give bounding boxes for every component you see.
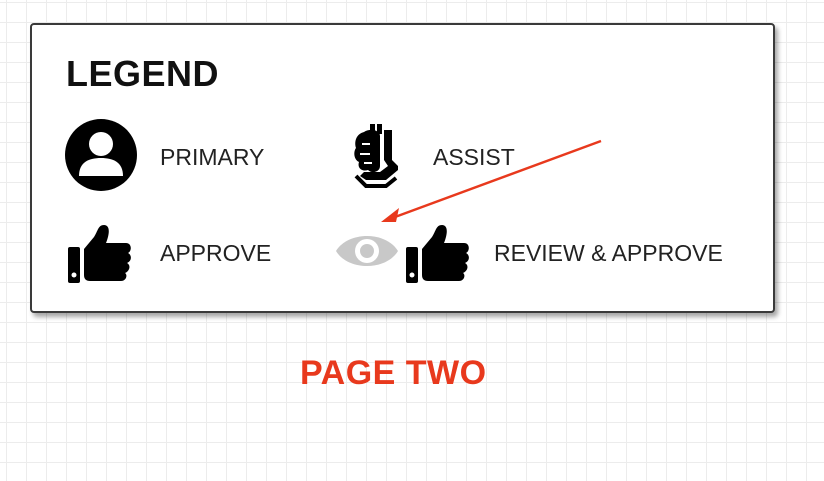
- legend-label-assist: ASSIST: [433, 144, 515, 170]
- thumbs-up-icon: [68, 225, 131, 283]
- legend-title: LEGEND: [66, 53, 220, 94]
- legend-label-review-approve: REVIEW & APPROVE: [494, 240, 723, 266]
- hand-holding-icon: [354, 124, 398, 188]
- page-label: PAGE TWO: [300, 354, 487, 392]
- thumbs-up-icon: [406, 225, 469, 283]
- legend-label-primary: PRIMARY: [160, 144, 265, 170]
- eye-icon: [336, 236, 398, 266]
- person-icon: [65, 119, 137, 191]
- legend-card: LEGEND PRIMARY ASSIST APPROVE REVIEW & A…: [30, 23, 775, 313]
- legend-label-approve: APPROVE: [160, 240, 272, 266]
